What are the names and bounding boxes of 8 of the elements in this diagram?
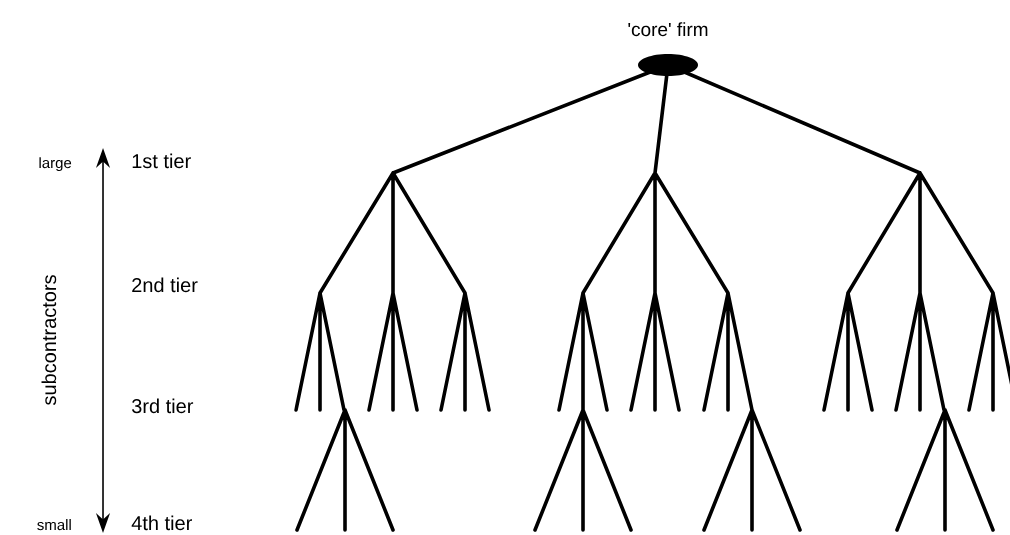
- tier-label: subcontractors: [41, 275, 57, 406]
- tier-label: 3rd tier: [132, 398, 194, 414]
- tier-label: large: [39, 157, 72, 172]
- tier-label: 2nd tier: [132, 277, 198, 293]
- tier-label: small: [37, 519, 71, 531]
- node-label: 'core' firm: [628, 22, 708, 37]
- tier-label: 4th tier: [131, 515, 192, 531]
- tier-label: 1st tier: [132, 153, 191, 169]
